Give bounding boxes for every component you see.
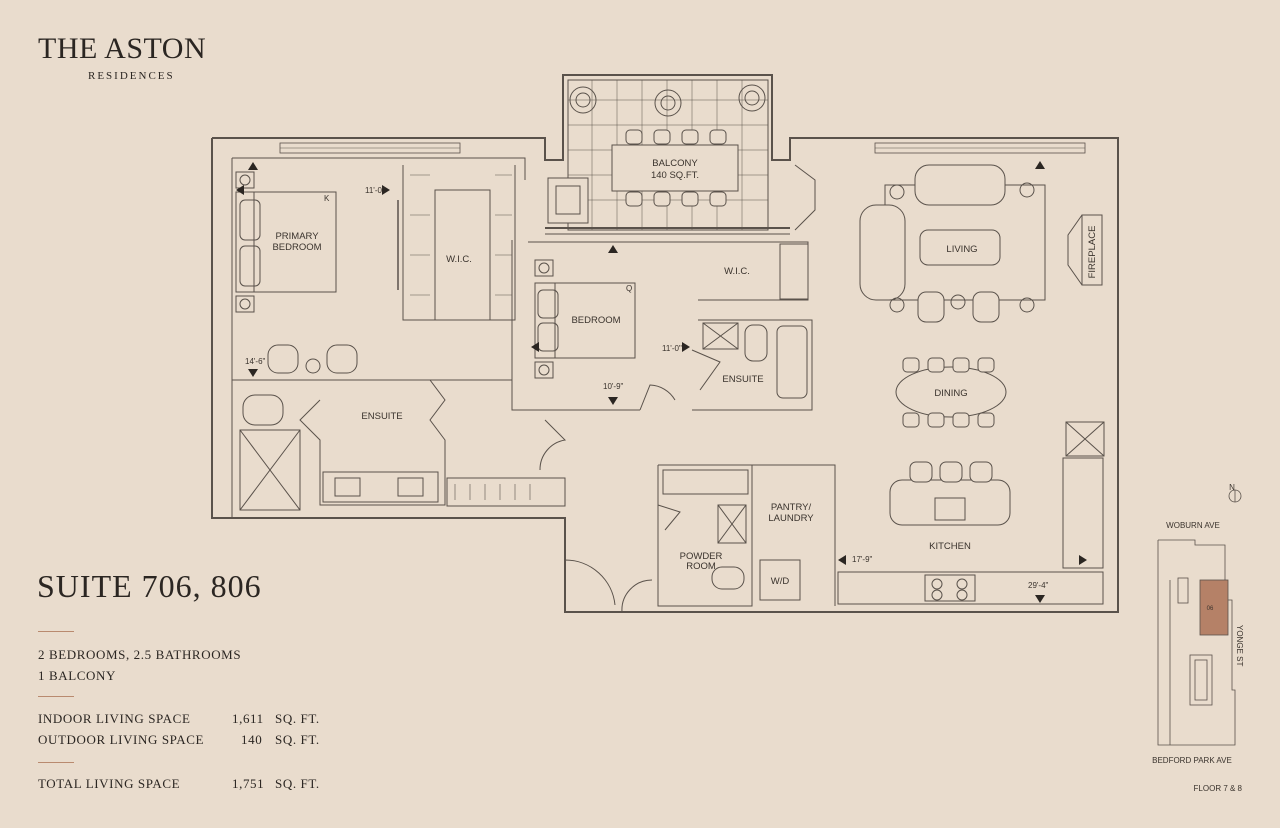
outdoor-label: OUTDOOR LIVING SPACE [38, 732, 205, 747]
room-fireplace: FIREPLACE [1087, 226, 1098, 279]
indoor-unit: SQ. FT. [275, 711, 320, 726]
dim-living-depth: 29'-4" [1028, 581, 1049, 590]
room-primary-line1: PRIMARY [275, 231, 319, 242]
floor-label: FLOOR 7 & 8 [1194, 784, 1243, 793]
room-powder-line1: POWDER [680, 551, 723, 562]
dim-bedroom-depth: 10'-9" [603, 382, 624, 391]
unit-number: 06 [1207, 606, 1214, 612]
room-wic-primary: W.I.C. [446, 254, 472, 265]
indoor-label: INDOOR LIVING SPACE [38, 711, 191, 726]
spec-balcony: 1 BALCONY [38, 668, 116, 683]
bed-size-primary: K [324, 194, 330, 203]
north-label: N [1229, 483, 1235, 492]
divider [38, 762, 74, 763]
brand-subtitle: RESIDENCES [88, 70, 175, 82]
outdoor-unit: SQ. FT. [275, 732, 320, 747]
dim-primary-depth: 14'-6" [245, 357, 266, 366]
room-primary-line2: BEDROOM [272, 242, 321, 253]
divider [38, 696, 74, 697]
room-bedroom: BEDROOM [571, 315, 620, 326]
spec-rooms: 2 BEDROOMS, 2.5 BATHROOMS [38, 647, 242, 662]
unit-highlight [1199, 579, 1229, 636]
dim-bedroom-width: 11'-0" [662, 344, 682, 353]
bed-size-bedroom: Q [626, 284, 632, 293]
suite-title: SUITE 706, 806 [37, 568, 262, 604]
room-wd: W/D [771, 576, 790, 587]
street-bedford: BEDFORD PARK AVE [1152, 756, 1232, 765]
total-label: TOTAL LIVING SPACE [38, 776, 181, 791]
room-pantry-line1: PANTRY/ [771, 502, 812, 513]
total-value: 1,751 [232, 776, 265, 791]
dim-kitchen-width: 17'-9" [852, 555, 873, 564]
room-balcony-area: 140 SQ.FT. [651, 170, 699, 181]
room-pantry-line2: LAUNDRY [768, 513, 814, 524]
room-kitchen: KITCHEN [929, 541, 971, 552]
dim-primary-width: 11'-0" [365, 186, 385, 195]
room-living: LIVING [946, 244, 977, 255]
indoor-value: 1,611 [232, 711, 264, 726]
room-ensuite-primary: ENSUITE [361, 411, 402, 422]
street-yonge: YONGE ST [1235, 625, 1244, 666]
room-ensuite-bedroom: ENSUITE [722, 374, 763, 385]
divider [38, 631, 74, 632]
total-unit: SQ. FT. [275, 776, 320, 791]
room-balcony-name: BALCONY [652, 158, 698, 169]
room-dining: DINING [934, 388, 967, 399]
key-map [1157, 489, 1242, 746]
room-powder-line2: ROOM [686, 561, 716, 572]
room-wic-bedroom: W.I.C. [724, 266, 750, 277]
street-woburn: WOBURN AVE [1166, 521, 1220, 530]
brand-title: THE ASTON [38, 32, 207, 65]
outdoor-value: 140 [241, 732, 263, 747]
